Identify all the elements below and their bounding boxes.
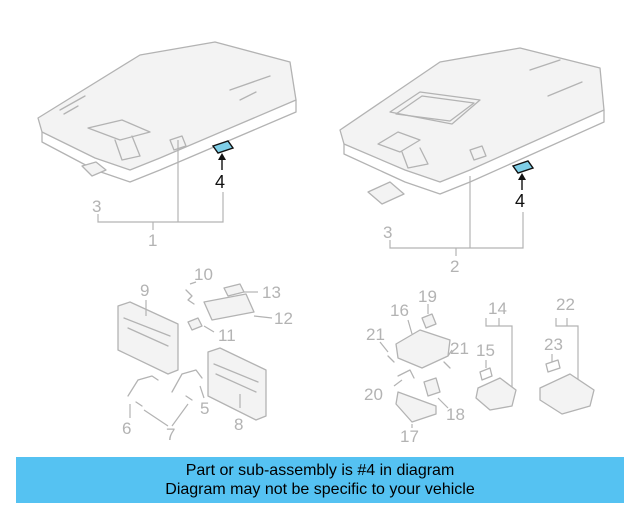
callout-20: 20 [364, 385, 383, 404]
callout-6: 6 [122, 419, 131, 438]
part-12 [203, 293, 255, 321]
callout-3-right: 3 [383, 223, 392, 242]
callout-8: 8 [234, 415, 243, 434]
callout-11: 11 [218, 326, 236, 345]
banner-line-2: Diagram may not be specific to your vehi… [165, 481, 475, 498]
part-10 [185, 289, 195, 305]
callout-2: 2 [450, 257, 459, 276]
part-handle-a [127, 375, 159, 397]
callout-21-right: 21 [450, 339, 469, 358]
callout-9: 9 [140, 281, 149, 300]
part-3-right [367, 181, 405, 205]
callout-23: 23 [544, 335, 563, 354]
sun-visor-right [207, 347, 267, 421]
part-21-left [387, 355, 395, 363]
leader-1 [97, 140, 224, 230]
part-16 [395, 329, 451, 369]
part-handle-b [171, 369, 203, 393]
callout-19: 19 [418, 287, 437, 306]
callout-16: 16 [390, 301, 409, 320]
part-15 [479, 367, 493, 381]
callout-18: 18 [446, 405, 465, 424]
part-21-right [443, 361, 451, 369]
leader-7 [143, 403, 189, 427]
headliner-without-sunroof [37, 41, 297, 183]
callout-3-left: 3 [92, 197, 101, 216]
callout-5: 5 [200, 399, 209, 418]
headliner-with-sunroof [339, 47, 605, 195]
callout-17: 17 [400, 427, 419, 446]
part-20 [397, 369, 415, 379]
part-23 [545, 359, 561, 373]
leader-14 [485, 318, 513, 394]
callout-12: 12 [274, 309, 293, 328]
part-22 [539, 373, 595, 415]
callout-7: 7 [166, 425, 175, 444]
part-13 [223, 283, 245, 297]
callout-22: 22 [556, 295, 575, 314]
callout-10: 10 [194, 265, 213, 284]
callout-4-right: 4 [515, 191, 525, 211]
sun-visor-left [117, 300, 179, 375]
callout-21-left: 21 [366, 325, 385, 344]
callout-13: 13 [262, 283, 281, 302]
info-banner: Part or sub-assembly is #4 in diagram Di… [16, 457, 624, 503]
part-4-arrowhead-right [518, 173, 526, 180]
part-14 [475, 377, 517, 411]
part-handle-clips [135, 395, 193, 407]
callout-1: 1 [148, 231, 157, 250]
callout-4-left: 4 [215, 172, 225, 192]
part-3-left [81, 161, 107, 177]
part-4-highlight-left [211, 140, 235, 154]
part-19 [421, 313, 437, 329]
leader-22 [555, 318, 579, 392]
part-4-highlight-right [511, 160, 535, 174]
part-18 [423, 377, 441, 397]
callout-15: 15 [476, 341, 495, 360]
part-17 [395, 391, 437, 423]
banner-line-1: Part or sub-assembly is #4 in diagram [185, 462, 455, 479]
leader-2 [389, 176, 524, 256]
callout-14: 14 [488, 299, 507, 318]
part-4-arrowhead-left [218, 153, 226, 160]
part-11 [187, 317, 203, 331]
